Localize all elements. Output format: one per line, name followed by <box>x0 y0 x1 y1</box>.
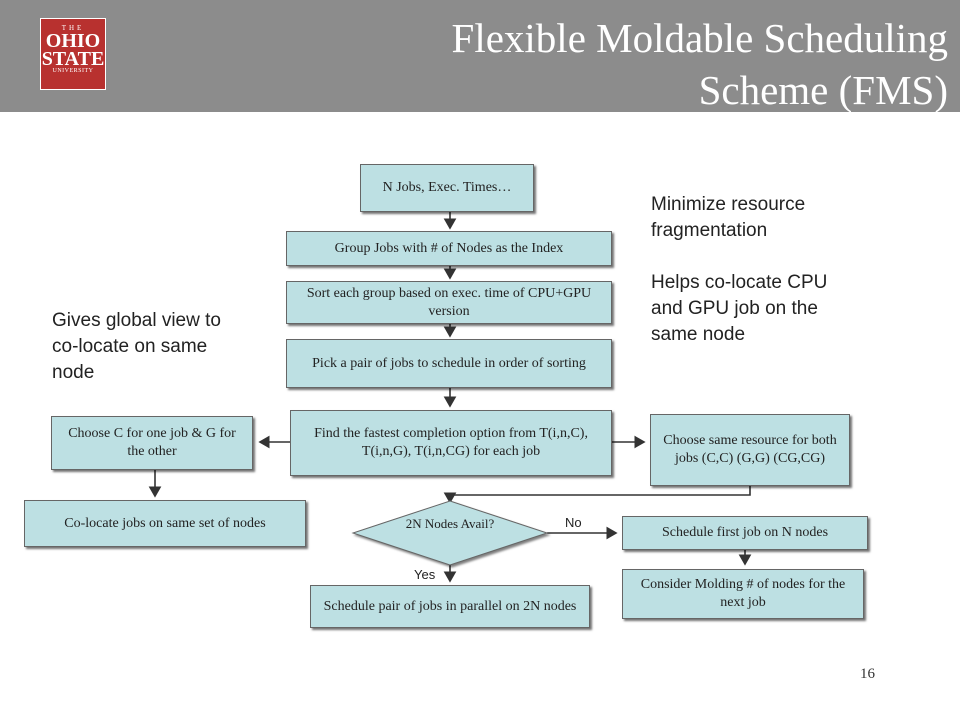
logo-text-ohio: OHIO <box>45 30 101 52</box>
input-jobs-box: N Jobs, Exec. Times… <box>360 164 534 212</box>
sort-group-box: Sort each group based on exec. time of C… <box>286 281 612 324</box>
header-bar: THE OHIO STATE UNIVERSITY Flexible Molda… <box>0 0 960 113</box>
schedule-first-job-box: Schedule first job on N nodes <box>622 516 868 550</box>
slide-title-line2: Scheme (FMS) <box>698 67 948 113</box>
slide-title: Flexible Moldable Scheduling Scheme (FMS… <box>188 12 948 116</box>
colocate-box: Co-locate jobs on same set of nodes <box>24 500 306 547</box>
note-colocate-cpu-gpu: Helps co-locate CPU and GPU job on the s… <box>651 272 828 345</box>
logo-text-university: UNIVERSITY <box>52 68 94 74</box>
group-jobs-box: Group Jobs with # of Nodes as the Index <box>286 231 612 266</box>
yes-branch-label: Yes <box>414 567 436 582</box>
logo-text-state: STATE <box>41 48 105 70</box>
page-number: 16 <box>860 666 875 682</box>
find-fastest-box: Find the fastest completion option from … <box>290 410 612 476</box>
logo-text-the: THE <box>61 24 85 32</box>
decision-diamond <box>351 500 549 566</box>
molding-box: Consider Molding # of nodes for the next… <box>622 569 864 619</box>
note-global-view: Gives global view to co-locate on same n… <box>52 310 221 383</box>
schedule-parallel-box: Schedule pair of jobs in parallel on 2N … <box>310 585 590 628</box>
decision-label: 2N Nodes Avail? <box>405 516 495 531</box>
slide-title-line1: Flexible Moldable Scheduling <box>451 15 948 61</box>
choose-c-g-box: Choose C for one job & G for the other <box>51 416 253 470</box>
pick-pair-box: Pick a pair of jobs to schedule in order… <box>286 339 612 388</box>
arrow-choose-same-to-decision <box>443 486 751 504</box>
note-fragmentation: Minimize resource fragmentation <box>651 194 806 241</box>
choose-same-resource-box: Choose same resource for both jobs (C,C)… <box>650 414 850 486</box>
university-logo: THE OHIO STATE UNIVERSITY <box>40 18 106 90</box>
no-branch-label: No <box>565 515 582 530</box>
